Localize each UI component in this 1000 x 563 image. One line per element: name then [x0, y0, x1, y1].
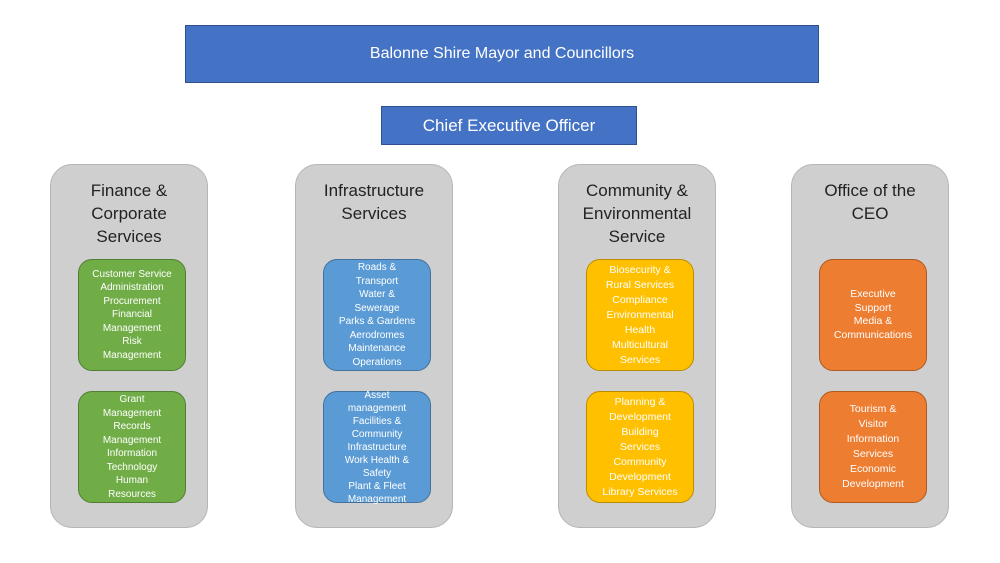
function-item: Sewerage [354, 302, 400, 314]
function-item: Management [102, 349, 162, 361]
function-item: Visitor [858, 418, 888, 430]
mayor-and-councillors-box: Balonne Shire Mayor and Councillors [185, 25, 819, 83]
department-infrastructure: Infrastructure Services Roads & Transpor… [295, 164, 453, 528]
function-item: Community [613, 455, 667, 468]
function-item: Information [846, 433, 900, 445]
function-item: Financial [111, 309, 153, 321]
department-title: Finance & Corporate Services [90, 181, 168, 246]
function-box: Customer Service Administration Procurem… [78, 259, 186, 371]
function-item: Asset [364, 389, 390, 401]
function-item: Parks & Gardens [338, 316, 416, 327]
function-item: Management [347, 493, 407, 505]
function-item: Communications [833, 328, 913, 341]
function-item: Planning & [614, 395, 666, 408]
function-box: Executive Support Media & Communications [819, 259, 927, 371]
function-item: Technology [106, 461, 158, 473]
function-item: Roads & [357, 262, 397, 273]
function-item: Health [624, 323, 656, 336]
function-item: Risk [122, 336, 142, 348]
function-item: Environmental [606, 308, 674, 321]
function-item: Services [619, 440, 661, 453]
function-item: Library Services [602, 485, 678, 498]
function-item: Management [102, 434, 162, 446]
function-item: Aerodromes [349, 329, 405, 341]
function-item: Records [113, 421, 151, 432]
function-item: Transport [355, 275, 399, 287]
department-title: Infrastructure Services [323, 181, 425, 223]
chief-executive-officer-label: Chief Executive Officer [422, 115, 596, 135]
function-item: Administration [100, 282, 164, 294]
department-office-of-ceo: Office of the CEO Executive Support Medi… [791, 164, 949, 528]
function-box: Asset management Facilities & Community … [323, 389, 431, 505]
function-box: Roads & Transport Water & Sewerage Parks… [323, 259, 431, 371]
function-item: Services [852, 448, 894, 460]
function-item: Safety [362, 467, 392, 479]
function-item: Multicultural [611, 338, 669, 351]
function-item: Community [351, 428, 403, 440]
department-title: Community & Environmental Service [582, 181, 692, 246]
department-title: Office of the CEO [824, 181, 916, 223]
function-item: Biosecurity & [609, 263, 671, 276]
function-item: Building [621, 425, 659, 438]
department-finance-corporate: Finance & Corporate Services Customer Se… [50, 164, 208, 528]
function-item: Tourism & [849, 403, 897, 415]
function-item: Customer Service [92, 268, 172, 280]
function-item: Compliance [612, 293, 668, 306]
function-item: Media & [853, 315, 893, 327]
mayor-and-councillors-label: Balonne Shire Mayor and Councillors [369, 45, 635, 62]
function-item: Executive [850, 288, 896, 300]
function-item: Information [106, 448, 158, 459]
function-item: Human [115, 475, 149, 486]
function-item: Plant & Fleet [348, 480, 406, 492]
function-item: Development [609, 470, 671, 483]
function-item: Support [854, 301, 892, 314]
function-box: Biosecurity & Rural Services Compliance … [586, 259, 694, 371]
function-item: Facilities & [352, 415, 402, 427]
function-item: management [347, 402, 407, 414]
function-item: Economic [849, 463, 897, 475]
function-item: Work Health & [344, 454, 410, 466]
function-box: Planning & Development Building Services… [586, 391, 694, 503]
chief-executive-officer-box: Chief Executive Officer [381, 106, 637, 145]
function-item: Grant [119, 394, 145, 405]
function-item: Services [619, 353, 661, 366]
function-item: Development [609, 410, 671, 423]
function-item: Rural Services [605, 278, 675, 291]
function-box: Tourism & Visitor Information Services E… [819, 391, 927, 503]
function-item: Infrastructure [347, 441, 407, 453]
function-item: Management [102, 407, 162, 419]
function-item: Water & [359, 289, 395, 300]
function-item: Development [842, 478, 904, 490]
function-item: Operations [352, 356, 402, 368]
function-item: Maintenance [348, 343, 406, 354]
function-item: Resources [108, 488, 156, 500]
function-box: Grant Management Records Management Info… [78, 391, 186, 503]
department-community-environmental: Community & Environmental Service Biosec… [558, 164, 716, 528]
function-item: Management [102, 322, 162, 334]
function-item: Procurement [103, 295, 161, 307]
